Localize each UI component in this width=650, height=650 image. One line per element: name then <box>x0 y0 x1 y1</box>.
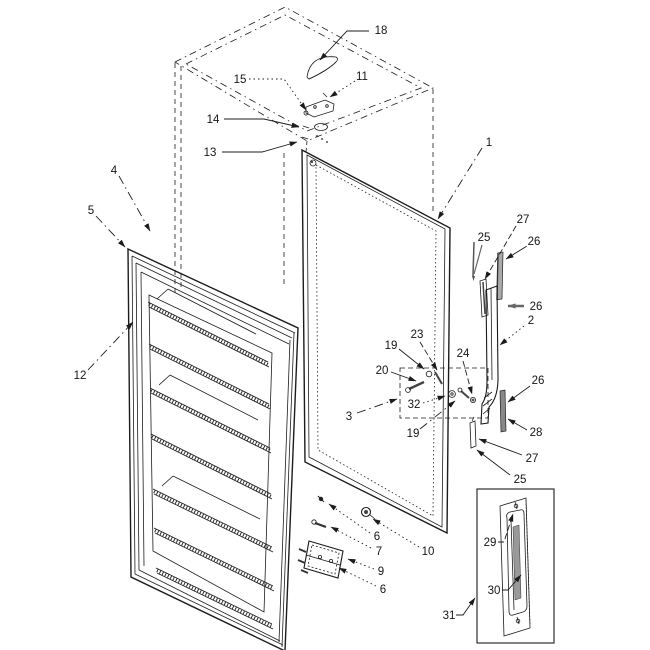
leader-line-26 <box>505 245 528 260</box>
handle-assembly <box>469 241 507 449</box>
callout-15: 15 <box>234 74 247 86</box>
leader-line-18 <box>319 30 369 61</box>
callout-26: 26 <box>530 301 543 313</box>
callout-23: 23 <box>411 329 424 341</box>
leader-line-5 <box>95 215 126 248</box>
callout-26: 26 <box>528 236 541 248</box>
callout-28: 28 <box>530 427 543 439</box>
shelf-rail <box>155 567 274 630</box>
handle-trim-bottom <box>499 389 507 433</box>
shelf-rail <box>148 343 271 410</box>
leader-line-4 <box>118 175 151 232</box>
callout-3: 3 <box>346 411 352 423</box>
bracket-9 <box>303 540 344 579</box>
callout-11: 11 <box>356 71 368 83</box>
callout-7: 7 <box>376 546 382 558</box>
shelf-rail <box>152 475 274 553</box>
leader-line-25 <box>473 244 483 275</box>
callout-1: 1 <box>486 137 492 149</box>
door-shelves <box>147 288 275 630</box>
callout-2: 2 <box>528 315 534 327</box>
leader-line-24 <box>462 360 473 395</box>
leader-line-31 <box>456 597 476 616</box>
callout-30: 30 <box>488 585 501 597</box>
handle-recess <box>506 509 528 616</box>
callout-18: 18 <box>375 25 388 37</box>
leader-line-6 <box>328 503 371 534</box>
callout-10: 10 <box>422 546 435 558</box>
callout-19: 19 <box>407 428 420 440</box>
leader-line-30 <box>502 574 522 591</box>
handle-clip-top <box>479 278 489 318</box>
handle-clip-bottom <box>469 420 477 449</box>
door-liner <box>148 294 273 613</box>
leader-line-27 <box>484 225 517 280</box>
leader-line-2 <box>499 325 525 346</box>
leader-line-28 <box>507 418 528 431</box>
callout-4: 4 <box>111 165 118 177</box>
callout-25: 25 <box>478 232 491 244</box>
leader-line-9 <box>347 558 375 570</box>
callout-12: 12 <box>74 370 87 382</box>
hinge-plate <box>305 99 335 118</box>
leader-line-19 <box>419 400 456 430</box>
leader-line-6 <box>338 567 377 587</box>
callout-6: 6 <box>380 584 386 596</box>
door-panel <box>301 148 451 535</box>
leader-line-13 <box>222 141 298 153</box>
callout-5: 5 <box>88 205 94 217</box>
leader-line-20 <box>390 371 417 382</box>
callout-20: 20 <box>376 365 389 377</box>
leader-line-32 <box>422 395 446 404</box>
leader-line-27 <box>478 438 523 456</box>
callout-9: 9 <box>378 566 384 578</box>
leader-line-14 <box>224 118 300 128</box>
screw-7 <box>314 521 327 529</box>
handle-pin <box>472 241 475 277</box>
callout-13: 13 <box>204 147 217 159</box>
grommet-10 <box>360 506 372 518</box>
shelf-rail <box>153 527 275 592</box>
callout-19: 19 <box>385 340 398 352</box>
callout-29: 29 <box>484 537 497 549</box>
callout-31: 31 <box>443 610 456 622</box>
leader-line-11 <box>329 80 356 98</box>
shelf-rail <box>150 433 273 500</box>
shelf-rail <box>147 288 270 368</box>
leader-line-29 <box>498 513 514 543</box>
top-hinge-assembly <box>301 56 338 143</box>
leader-line-15 <box>249 78 307 111</box>
callout-32: 32 <box>408 399 421 411</box>
callout-14: 14 <box>207 114 220 126</box>
callout-26: 26 <box>532 375 545 387</box>
leader-line-26 <box>507 385 531 403</box>
callout-25: 25 <box>514 474 527 486</box>
door-handle <box>480 285 499 425</box>
callout-27: 27 <box>526 453 539 465</box>
hinge-cover <box>306 56 338 80</box>
callout-6: 6 <box>374 531 380 543</box>
leader-line-12 <box>87 321 134 371</box>
leader-line-19 <box>398 348 425 370</box>
leader-line-3 <box>356 398 398 414</box>
left-door <box>127 247 299 650</box>
callout-24: 24 <box>457 348 470 360</box>
bottom-hardware <box>297 495 376 579</box>
cabinet-outline <box>174 6 434 296</box>
leader-line-7 <box>330 526 372 549</box>
leader-line-1 <box>437 147 483 220</box>
hinge-detail-box <box>399 367 489 419</box>
handle-plate <box>499 497 531 637</box>
inset-detail-box <box>476 488 555 644</box>
callout-27: 27 <box>517 214 530 226</box>
handle-grip <box>512 524 522 601</box>
leader-line-23 <box>419 341 438 371</box>
shelf-rail <box>149 374 272 454</box>
leader-line-25 <box>476 449 511 476</box>
